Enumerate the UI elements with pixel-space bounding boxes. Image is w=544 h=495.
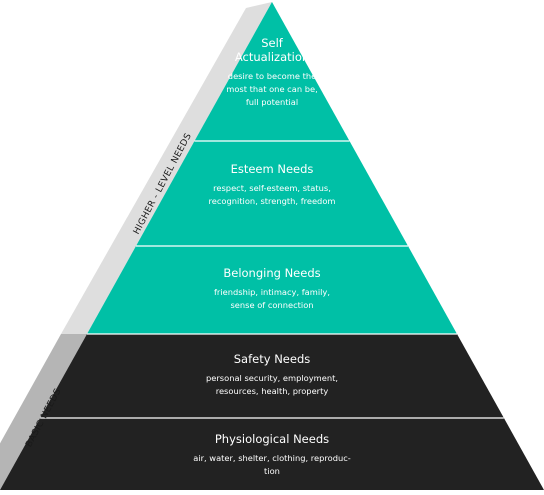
level-belonging [87,246,457,334]
belonging-needs-text: Belonging Needs friendship, intimacy, fa… [152,266,392,312]
level-self-actualization [194,2,350,141]
level-description: friendship, intimacy, family, sense of c… [214,287,330,310]
level-description: air, water, shelter, clothing, reproduc-… [193,453,351,476]
level-safety [40,334,504,418]
higher-level-band [61,2,272,334]
esteem-needs-text: Esteem Needs respect, self-esteem, statu… [162,162,382,208]
level-title: Safety Needs [233,352,311,366]
physiological-needs-text: Physiological Needs air, water, shelter,… [142,432,402,478]
level-esteem [136,141,408,246]
level-description: respect, self-esteem, status, recognitio… [208,183,336,206]
level-title: Physiological Needs [214,432,330,446]
level-title: Esteem Needs [230,162,314,176]
level-physiological [0,418,544,490]
safety-needs-text: Safety Needs personal security, employme… [152,352,392,398]
level-description: personal security, employment, resources… [206,373,338,396]
self-actualization-text: Self Actualization desire to become the … [197,36,347,109]
level-description: desire to become the most that one can b… [226,71,318,107]
level-title: Self Actualization [234,36,310,64]
level-title: Belonging Needs [223,266,321,280]
